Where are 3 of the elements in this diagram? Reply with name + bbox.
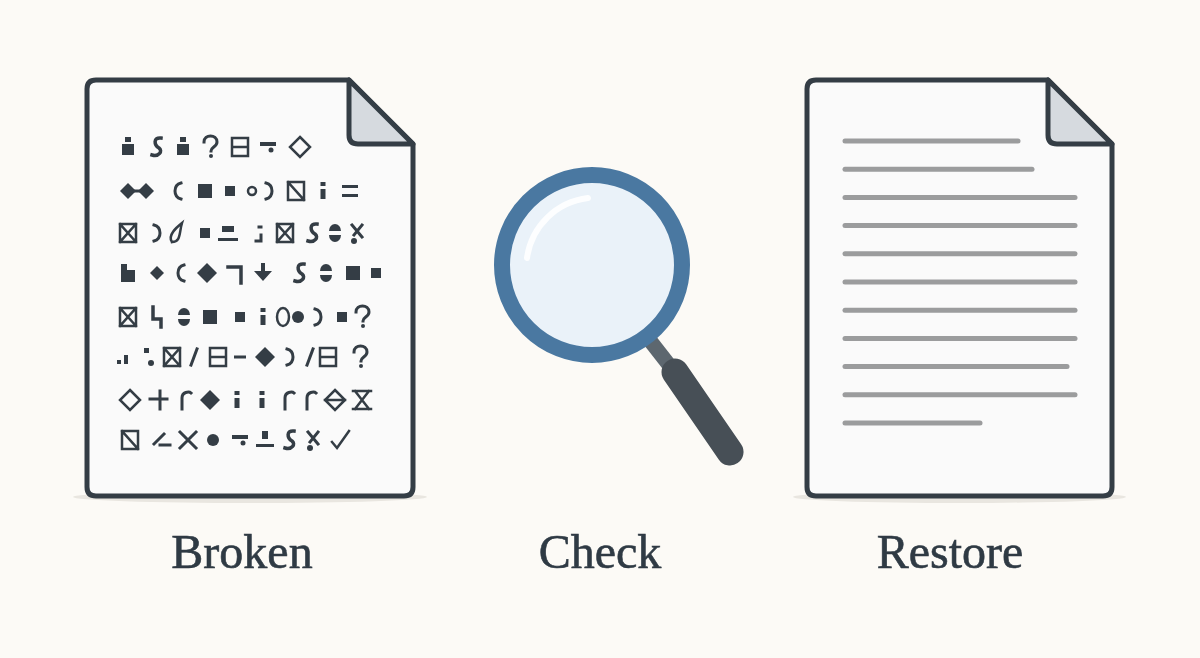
caption-label: Restore xyxy=(876,526,1024,579)
caption-label: Check xyxy=(538,526,662,579)
caption-label: Broken xyxy=(171,526,313,579)
